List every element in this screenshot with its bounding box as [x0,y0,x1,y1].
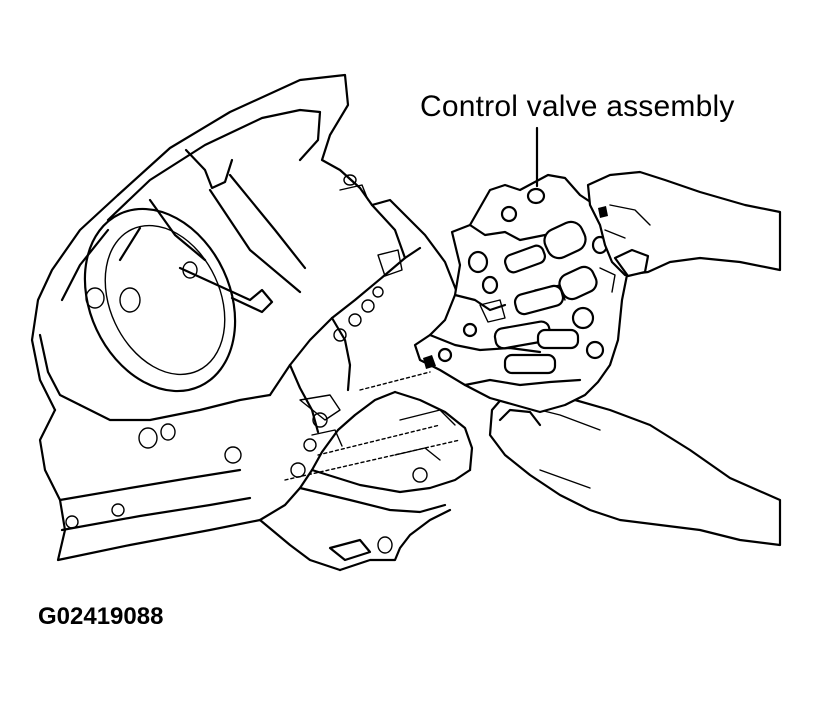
transmission-case [30,73,474,572]
control-valve-assembly-label: Control valve assembly [420,90,735,123]
upper-hand [586,170,782,278]
figure-id-label: G02419088 [38,603,164,630]
lower-hand [488,386,782,547]
control-valve-assembly [413,173,630,414]
